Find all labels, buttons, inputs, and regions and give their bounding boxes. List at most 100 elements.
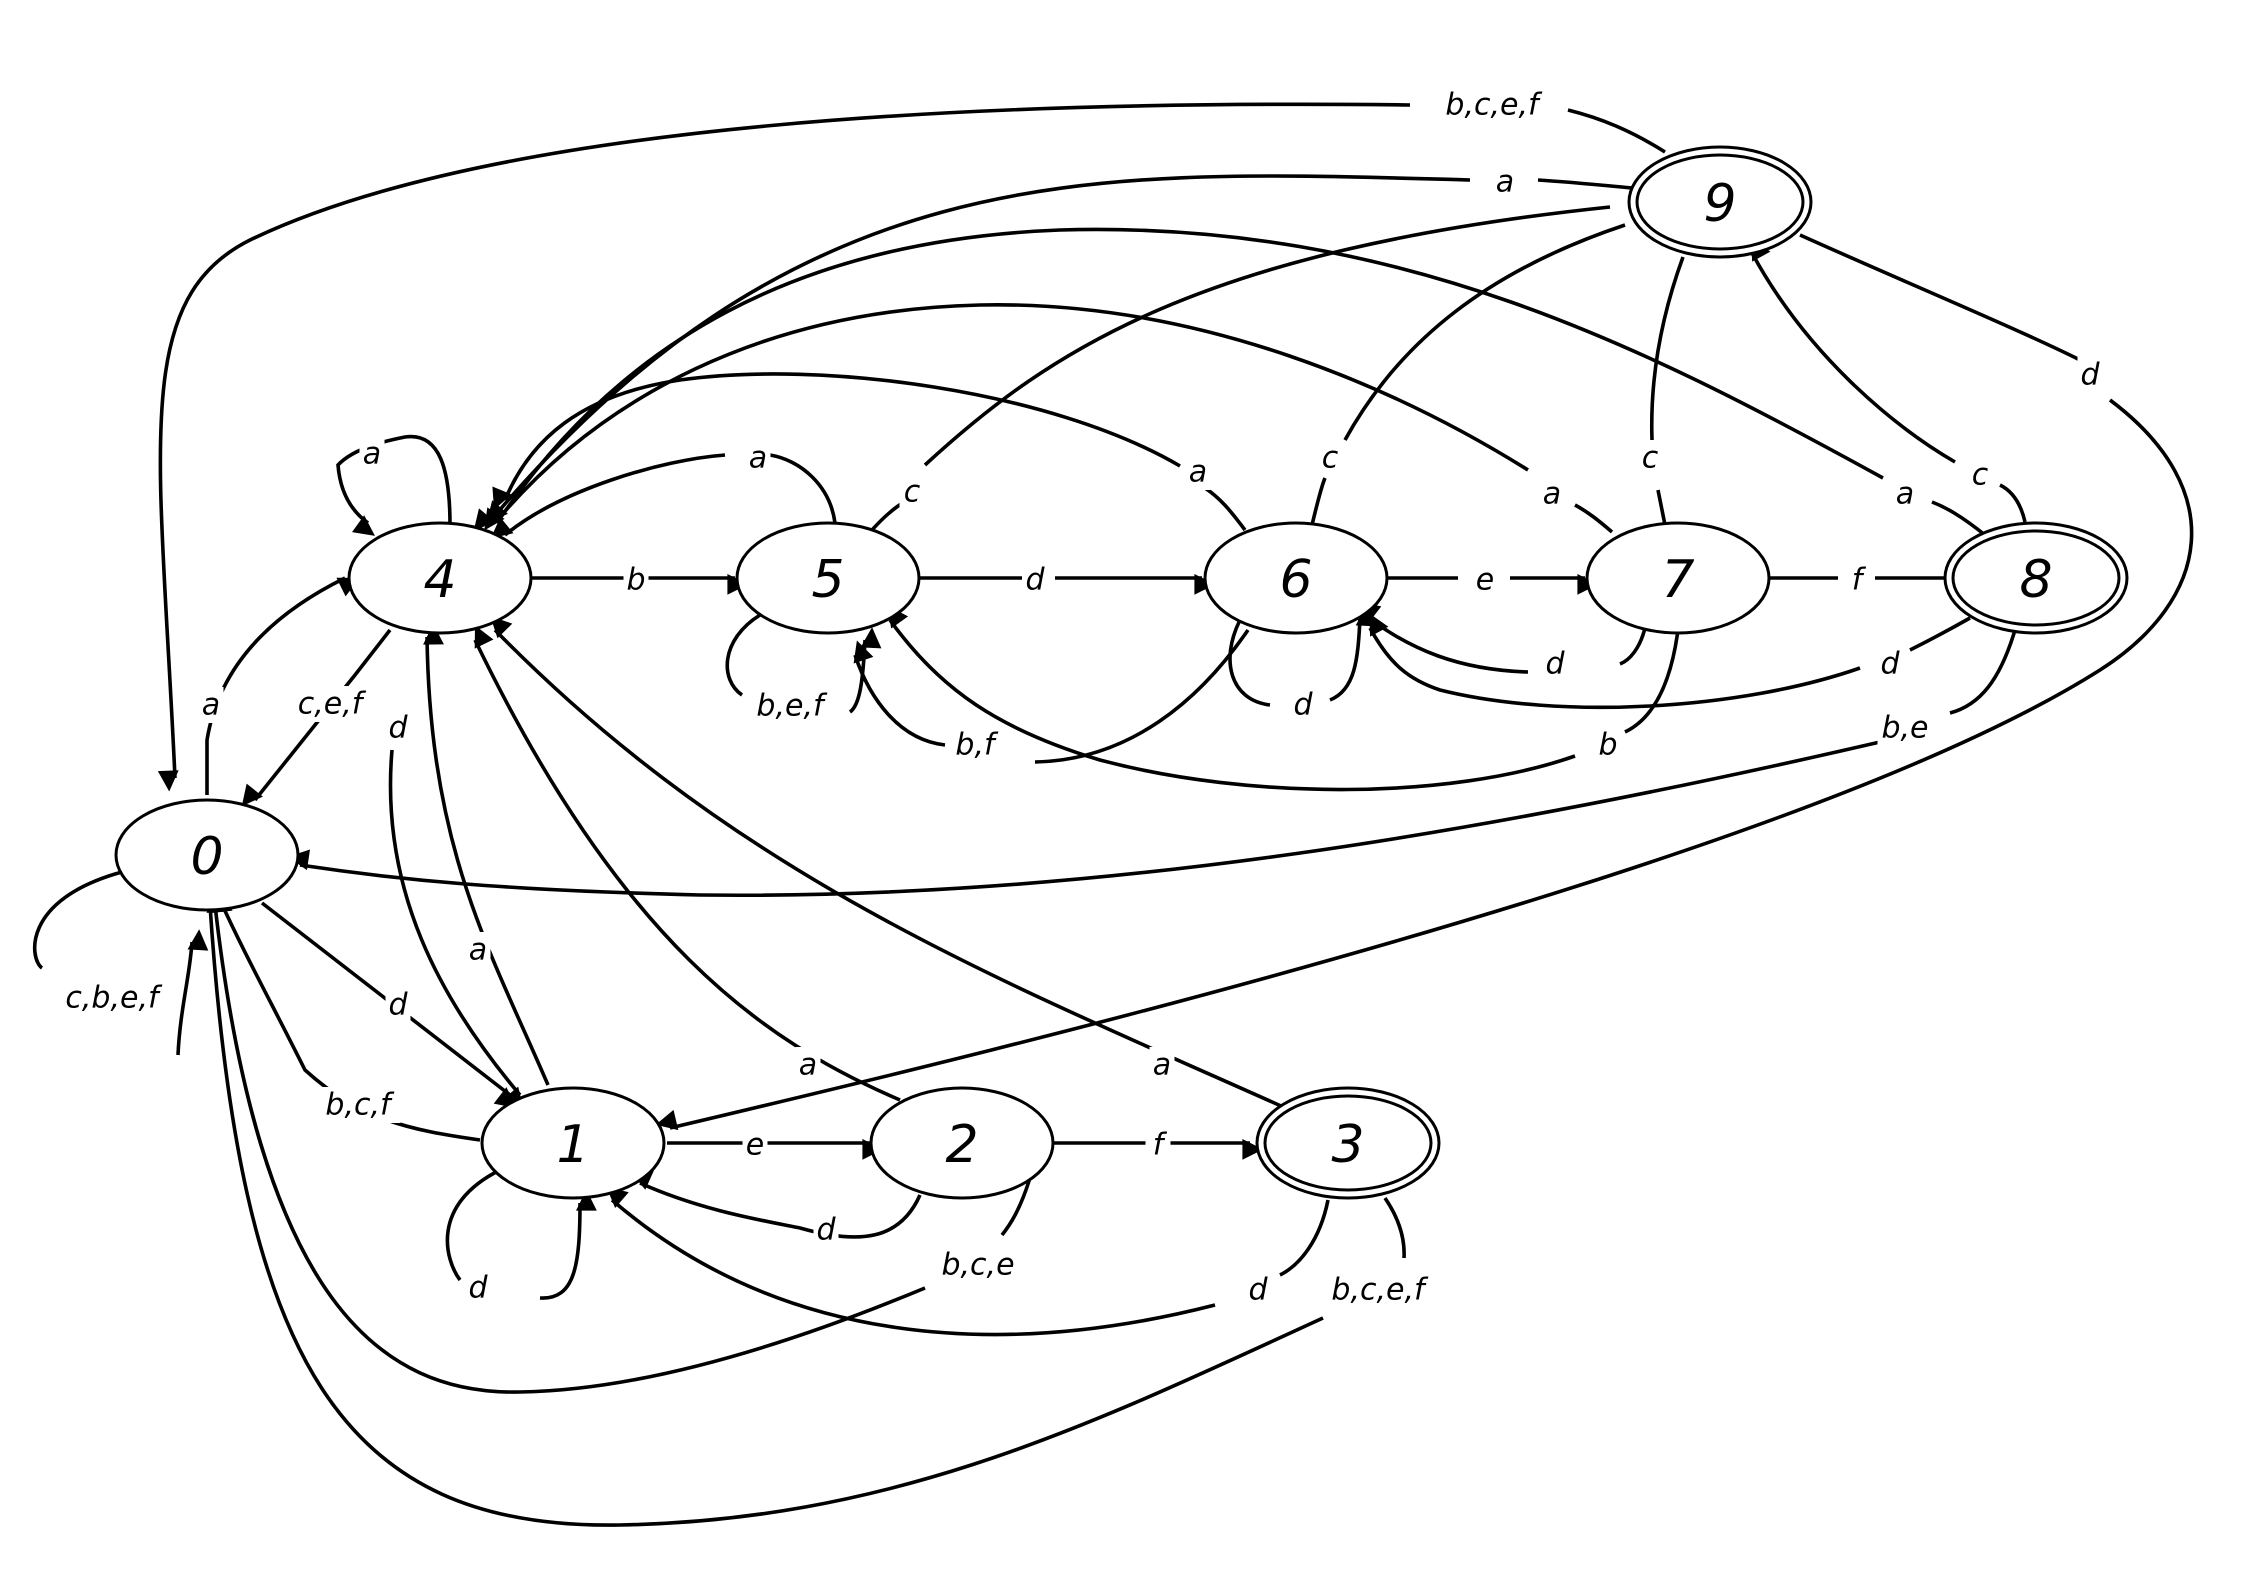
- transition-label-text: c,b,e,f: [65, 981, 163, 1016]
- transition-label-5-to-9: c: [899, 474, 925, 510]
- transition-label-2-to-3: f: [1145, 1127, 1171, 1163]
- transition-label-text: d: [2080, 358, 2100, 393]
- transition-9-to-1: [670, 233, 2194, 1128]
- state-3: 3: [1255, 1086, 1441, 1200]
- transition-label-background: [1595, 727, 1621, 763]
- transition-8-to-6: [1370, 618, 1971, 710]
- transition-label-background: [315, 1087, 401, 1123]
- transition-label-background: [359, 436, 385, 472]
- transition-label-text: c,e,f: [298, 687, 367, 722]
- transition-label-background: [1022, 562, 1048, 598]
- transition-label-background: [742, 1127, 768, 1163]
- transition-label-text: a: [1153, 1048, 1171, 1083]
- accepting-state-inner-ring: [1951, 529, 2121, 627]
- transition-label-background: [795, 1047, 821, 1083]
- state-5: 5: [735, 521, 921, 635]
- transition-label-text: a: [1896, 477, 1914, 512]
- transition-5-to-9: [870, 205, 1611, 532]
- transition-label-5-to-5: b,e,f: [747, 688, 833, 724]
- transition-label-background: [935, 1247, 1021, 1283]
- transition-label-6-to-5: b,f: [947, 727, 1003, 763]
- transition-label-5-to-6: d: [1022, 562, 1048, 598]
- transition-label-text: d: [816, 1213, 836, 1248]
- transition-label-background: [287, 686, 373, 722]
- transition-label-text: b: [626, 563, 645, 598]
- transition-label-background: [1185, 454, 1211, 490]
- transition-2-to-4: [473, 625, 901, 1102]
- transition-label-7-to-8: f: [1844, 562, 1870, 598]
- transition-label-background: [465, 932, 491, 968]
- transition-label-text: a: [363, 437, 381, 472]
- state-ellipse: [1203, 521, 1389, 635]
- transition-label-text: d: [468, 1271, 488, 1306]
- transition-3-to-1: [612, 1200, 1330, 1337]
- transition-label-6-to-6: d: [1290, 687, 1316, 723]
- state-7: 7: [1585, 521, 1771, 635]
- transition-label-4-to-0: c,e,f: [287, 686, 373, 722]
- transition-label-text: a: [1189, 455, 1207, 490]
- transitions-layer: [32, 102, 2194, 1527]
- state-8: 8: [1943, 521, 2129, 635]
- transition-2-to-1: [630, 1170, 922, 1239]
- transition-label-9-to-1: d: [2077, 357, 2103, 393]
- transition-label-4-to-4: a: [359, 436, 385, 472]
- transition-label-background: [1320, 1272, 1436, 1308]
- transition-label-text: a: [1496, 165, 1514, 200]
- transition-label-text: c: [1642, 441, 1659, 476]
- transition-label-text: d: [1880, 647, 1900, 682]
- transition-label-4-to-1: d: [385, 710, 411, 746]
- transition-label-text: d: [388, 711, 408, 746]
- transition-6-to-9: [1310, 223, 1626, 526]
- transition-8-to-4: [497, 227, 1987, 535]
- transition-label-8-to-0: b,e: [1877, 710, 1933, 746]
- transition-label-3-to-4: a: [1149, 1047, 1175, 1083]
- transition-8-to-0: [300, 629, 2017, 895]
- transition-label-background: [1472, 562, 1498, 598]
- transition-4-loop: [336, 434, 452, 536]
- transition-6-to-5: [855, 630, 1250, 764]
- transition-label-1-to-0: b,c,f: [315, 1087, 401, 1123]
- state-label: 2: [945, 1115, 978, 1175]
- transition-1-to-0: [218, 885, 481, 1142]
- transition-9-to-4: [487, 174, 1633, 525]
- transition-label-0-to-0: c,b,e,f: [54, 980, 170, 1016]
- transition-label-2-to-0: b,c,e: [935, 1247, 1021, 1283]
- transition-label-background: [745, 440, 771, 476]
- transition-label-background: [1539, 476, 1565, 512]
- transition-label-background: [1290, 687, 1316, 723]
- transition-label-background: [1844, 562, 1870, 598]
- accepting-state-inner-ring: [1635, 153, 1805, 251]
- transition-label-text: a: [749, 441, 767, 476]
- transition-2-to-0: [215, 905, 1032, 1394]
- transition-label-text: e: [1476, 563, 1494, 598]
- state-4: 4: [347, 521, 533, 635]
- transition-label-background: [1434, 87, 1550, 123]
- transition-label-background: [1145, 1127, 1171, 1163]
- transition-3-to-0: [210, 905, 1406, 1527]
- transition-label-background: [385, 710, 411, 746]
- transition-8-to-9: [1752, 253, 2027, 523]
- state-2: 2: [869, 1086, 1055, 1200]
- transition-7-to-9: [1649, 256, 1685, 526]
- transition-label-7-to-6: d: [1542, 646, 1568, 682]
- transition-label-6-to-7: e: [1472, 562, 1498, 598]
- transition-label-background: [899, 474, 925, 510]
- transition-1-to-4: [423, 623, 550, 1086]
- transition-label-8-to-9: c: [1967, 457, 1993, 493]
- transition-label-background: [198, 687, 224, 723]
- transition-9-to-0: [160, 102, 1666, 778]
- accepting-state-inner-ring: [1263, 1094, 1433, 1192]
- transition-label-text: c: [904, 475, 921, 510]
- transition-label-1-to-1: d: [465, 1270, 491, 1306]
- state-label: 8: [2019, 550, 2052, 610]
- state-0: 0: [114, 798, 300, 912]
- transition-label-6-to-9: c: [1317, 440, 1343, 476]
- transition-label-text: a: [202, 688, 220, 723]
- transition-4-to-1: [388, 749, 524, 1110]
- transition-label-2-to-4: a: [795, 1047, 821, 1083]
- transition-7-to-6: [1365, 615, 1647, 674]
- state-label: 9: [1703, 174, 1736, 234]
- state-label: 5: [811, 550, 844, 610]
- transition-label-text: e: [746, 1128, 764, 1163]
